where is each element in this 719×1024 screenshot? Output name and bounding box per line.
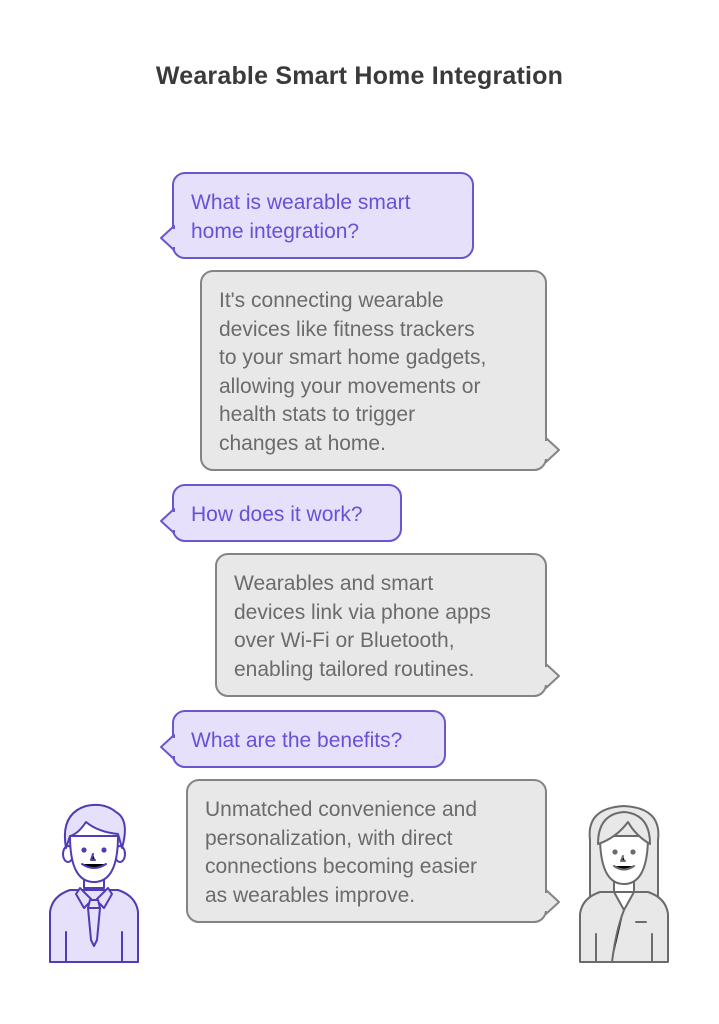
man-icon (49, 803, 139, 963)
bubble-line: Wearables and smart (234, 572, 434, 595)
question-bubble-2-tail (160, 508, 177, 534)
answer-bubble-1: It's connecting wearable devices like fi… (200, 270, 547, 471)
bubble-line: devices like fitness trackers (219, 317, 475, 341)
bubble-line: What are the benefits? (191, 729, 403, 752)
woman-icon (579, 805, 669, 963)
answer-bubble-2: Wearables and smart devices link via pho… (215, 553, 547, 697)
bubble-line: changes at home. (219, 431, 386, 455)
question-bubble-1: What is wearable smart home integration? (172, 172, 474, 259)
bubble-line: as wearables improve. (205, 883, 416, 907)
bubble-line: over Wi-Fi or Bluetooth, (234, 629, 455, 652)
bubble-line: allowing your movements or (219, 374, 481, 398)
answer-bubble-1-tail (543, 437, 560, 463)
bubble-line: It's connecting wearable (219, 289, 444, 312)
bubble-line: enabling tailored routines. (234, 657, 475, 681)
question-bubble-2: How does it work? (172, 484, 402, 542)
bubble-line: How does it work? (191, 503, 363, 526)
question-bubble-3-tail (160, 734, 177, 760)
bubble-line: home integration? (191, 219, 360, 243)
diagram-title: Wearable Smart Home Integration (155, 62, 564, 90)
bubble-line: to your smart home gadgets, (219, 346, 487, 369)
bubble-line: personalization, with direct (205, 826, 453, 850)
bubble-line: What is wearable smart (191, 191, 411, 214)
bubble-line: health stats to trigger (219, 403, 416, 426)
answer-bubble-3: Unmatched convenience and personalizatio… (186, 779, 547, 923)
bubble-line: connections becoming easier (205, 855, 477, 878)
question-bubble-1-tail (160, 225, 177, 251)
bubble-line: Unmatched convenience and (205, 798, 478, 821)
answer-bubble-2-tail (543, 663, 560, 689)
bubble-line: devices link via phone apps (234, 600, 491, 624)
answer-bubble-3-tail (543, 889, 560, 915)
question-bubble-3: What are the benefits? (172, 710, 446, 768)
